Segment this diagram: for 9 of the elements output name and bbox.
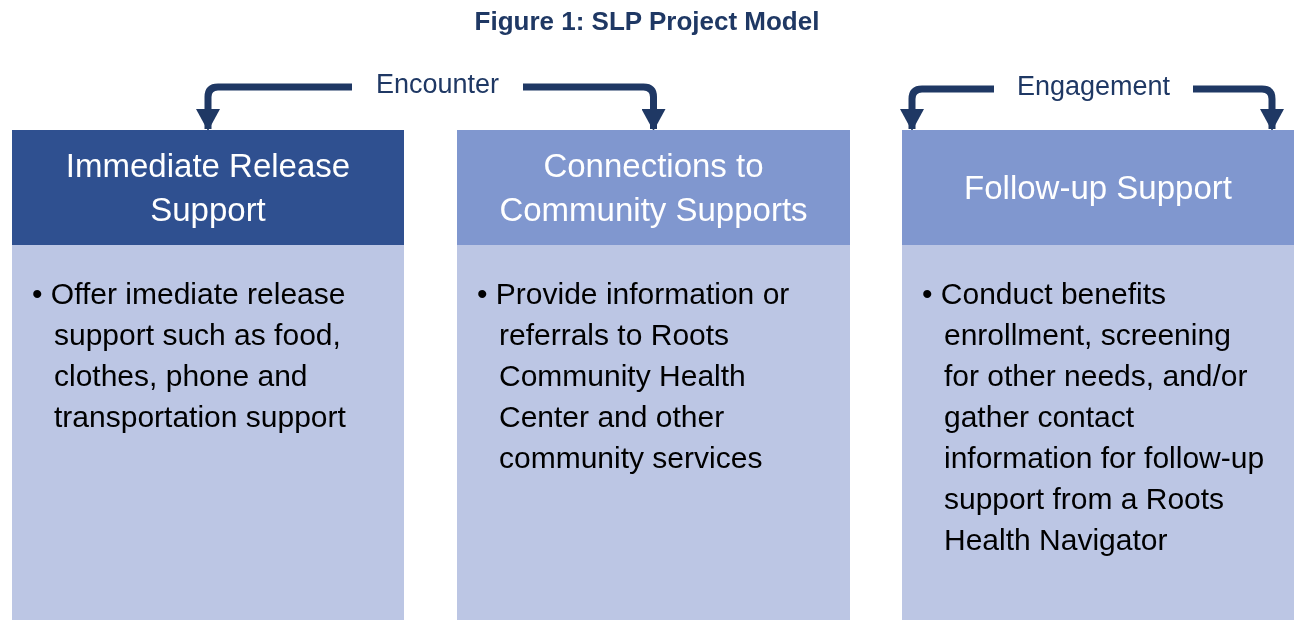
figure-title: Figure 1: SLP Project Model	[473, 6, 821, 37]
column-body: • Provide information or referrals to Roots Community Health Center and other community services	[457, 245, 850, 620]
column-header: Immediate Release Support	[12, 130, 404, 245]
column-header: Follow-up Support	[902, 130, 1294, 245]
arrow-label: Engagement	[1002, 70, 1185, 104]
column-body: • Conduct benefits enrollment, screening for other needs, and/or gather contact information for follow-up support from a Roots Health Navigator	[902, 245, 1294, 620]
column-body: • Offer imediate release support such as food, clothes, phone and transportation support	[12, 245, 404, 620]
column-header: Connections to Community Supports	[457, 130, 850, 245]
arrow-label: Encounter	[360, 68, 515, 102]
